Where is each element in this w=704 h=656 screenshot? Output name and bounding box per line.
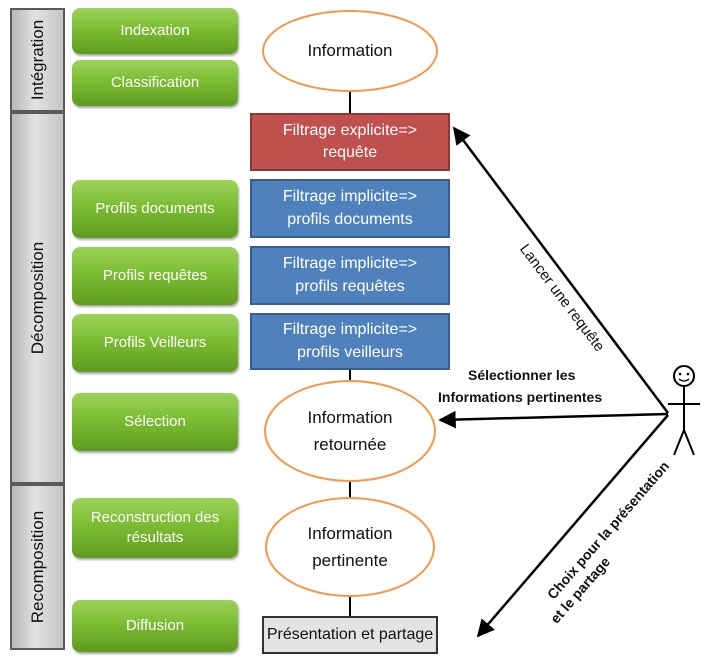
node-presentation: Présentation et partage bbox=[262, 616, 438, 654]
arrow-lancer-requete bbox=[452, 126, 669, 414]
step-reconstruction: Reconstruction des résultats bbox=[72, 498, 238, 558]
phase-decomposition-label: Décomposition bbox=[27, 241, 47, 355]
arrow-choix bbox=[476, 414, 669, 638]
step-selection: Sélection bbox=[72, 393, 238, 451]
phase-integration: Intégration bbox=[10, 8, 65, 112]
step-classification: Classification bbox=[72, 60, 238, 106]
node-filtrage-veilleurs: Filtrage implicite=> profils veilleurs bbox=[250, 313, 450, 370]
step-diffusion: Diffusion bbox=[72, 600, 238, 652]
phase-recomposition: Recomposition bbox=[10, 484, 65, 650]
node-filtrage-requetes: Filtrage implicite=> profils requêtes bbox=[250, 246, 450, 305]
phase-recomposition-label: Recomposition bbox=[27, 510, 47, 624]
step-indexation: Indexation bbox=[72, 8, 238, 54]
node-information: Information bbox=[262, 10, 438, 92]
label-selectionner-2: Informations pertinentes bbox=[438, 389, 603, 405]
user-actor-icon bbox=[668, 365, 700, 456]
step-profils-veilleurs: Profils Veilleurs bbox=[72, 314, 238, 372]
step-profils-requetes: Profils requêtes bbox=[72, 247, 238, 305]
step-profils-documents: Profils documents bbox=[72, 180, 238, 238]
node-information-retournee: Information retournée bbox=[264, 380, 436, 482]
node-filtrage-documents: Filtrage implicite=> profils documents bbox=[250, 179, 450, 238]
node-filtrage-explicite: Filtrage explicite=> requête bbox=[250, 113, 450, 171]
label-selectionner-1: Sélectionner les bbox=[468, 367, 576, 383]
arrow-selectionner bbox=[438, 410, 669, 429]
node-information-pertinente: Information pertinente bbox=[265, 497, 435, 597]
phase-integration-label: Intégration bbox=[27, 19, 47, 101]
phase-decomposition: Décomposition bbox=[10, 112, 65, 484]
